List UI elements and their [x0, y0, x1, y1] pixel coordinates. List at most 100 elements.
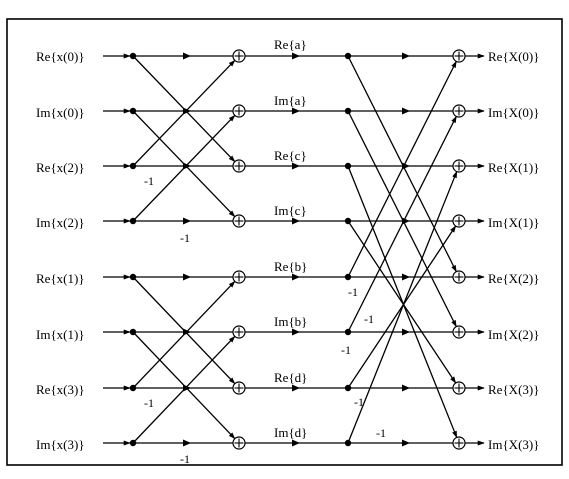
intermediate-labels: Re{a} Im{a} Re{c} Im{c} Re{b} Im{b} Re{d…: [274, 37, 307, 440]
flow-arrowhead: [402, 273, 410, 281]
intermediate-label: Re{b}: [274, 259, 307, 274]
flow-arrowhead: [292, 52, 300, 60]
negation-label: -1: [180, 452, 190, 466]
intermediate-label: Im{d}: [274, 425, 307, 440]
flow-arrowhead: [183, 52, 191, 60]
adder-node: [452, 49, 466, 63]
adder-nodes: [232, 49, 466, 450]
adder-node: [232, 325, 246, 339]
adder-node: [232, 104, 246, 118]
output-label: Re{X(1)}: [488, 160, 539, 175]
branch-node: [129, 217, 137, 225]
stage2-cross-wire: [347, 115, 457, 333]
stage1-cross-wire: [132, 276, 236, 385]
negation-label: -1: [348, 285, 358, 299]
flow-arrowhead: [292, 439, 300, 447]
branch-node: [344, 162, 352, 170]
adder-node: [452, 214, 466, 228]
flow-arrowhead: [402, 384, 410, 392]
adder-node: [452, 381, 466, 395]
stage1-cross-wire: [132, 110, 236, 218]
input-label: Im{x(2)}: [36, 215, 85, 230]
stage1-cross-wire: [132, 59, 236, 167]
adder-node: [232, 381, 246, 395]
flow-arrowhead: [292, 162, 300, 170]
output-label: Re{X(2)}: [488, 271, 539, 286]
branch-node: [129, 328, 137, 336]
input-label: Im{x(3)}: [36, 437, 85, 452]
branch-node: [344, 107, 352, 115]
flow-arrowhead: [183, 217, 191, 225]
adder-node: [452, 325, 466, 339]
intermediate-label: Re{d}: [274, 370, 307, 385]
negation-label: -1: [364, 312, 374, 326]
stage2-cross-wire: [347, 55, 457, 273]
input-label: Re{x(0)}: [36, 49, 85, 64]
stage1-cross-wire: [132, 55, 236, 163]
flow-arrowhead: [402, 328, 410, 336]
flow-arrowhead: [402, 107, 410, 115]
adder-node: [452, 270, 466, 284]
adder-node: [232, 436, 246, 450]
output-label: Re{X(3)}: [488, 382, 539, 397]
branch-node: [129, 52, 137, 60]
adder-node: [452, 436, 466, 450]
signal-wires: [103, 52, 485, 447]
negation-label: -1: [144, 174, 154, 188]
branch-node: [344, 439, 352, 447]
adder-node: [452, 104, 466, 118]
negation-label: -1: [341, 343, 351, 357]
output-label: Im{X(1)}: [488, 215, 539, 230]
flow-arrowhead: [292, 328, 300, 336]
adder-node: [232, 270, 246, 284]
flow-arrowhead: [292, 384, 300, 392]
branch-node: [344, 384, 352, 392]
flow-arrowhead: [183, 273, 191, 281]
branch-node: [129, 384, 137, 392]
branch-node: [344, 328, 352, 336]
flow-arrowhead: [402, 52, 410, 60]
input-label: Re{x(2)}: [36, 160, 85, 175]
flow-arrowhead: [402, 439, 410, 447]
intermediate-label: Im{b}: [274, 314, 307, 329]
intermediate-label: Im{a}: [274, 93, 307, 108]
branch-node: [129, 439, 137, 447]
diagram-frame: [6, 18, 563, 466]
adder-node: [452, 159, 466, 173]
branch-node: [344, 273, 352, 281]
intermediate-label: Re{a}: [274, 37, 307, 52]
flow-arrowhead: [292, 273, 300, 281]
output-label: Im{X(2)}: [488, 327, 539, 342]
stage2-cross-wire: [347, 220, 457, 384]
branch-node: [344, 217, 352, 225]
stage1-negation-labels: -1 -1 -1 -1: [144, 174, 190, 466]
branch-node: [129, 162, 137, 170]
stage2-cross-wire: [347, 225, 457, 389]
intermediate-label: Im{c}: [274, 203, 307, 218]
stage1-cross-wire: [132, 331, 236, 440]
stage1-cross-wire: [132, 335, 236, 444]
stage1-cross-wire: [132, 114, 236, 222]
negation-label: -1: [180, 231, 190, 245]
input-label: Re{x(1)}: [36, 271, 85, 286]
stage2-cross-wire: [347, 110, 457, 328]
negation-label: -1: [376, 426, 386, 440]
input-label: Re{x(3)}: [36, 382, 85, 397]
negation-label: -1: [354, 395, 364, 409]
output-label: Im{X(3)}: [488, 437, 539, 452]
adder-node: [232, 214, 246, 228]
output-label: Re{X(0)}: [488, 49, 539, 64]
stage2-negation-labels: -1 -1 -1 -1 -1: [341, 285, 386, 440]
negation-label: -1: [144, 396, 154, 410]
output-label: Im{X(0)}: [488, 105, 539, 120]
stage2-cross-wire: [347, 60, 457, 278]
branch-node: [129, 273, 137, 281]
branch-node: [344, 52, 352, 60]
flow-arrowhead: [183, 439, 191, 447]
stage1-cross-wire: [132, 280, 236, 389]
input-labels: Re{x(0)} Im{x(0)} Re{x(2)} Im{x(2)} Re{x…: [36, 49, 85, 452]
output-labels: Re{X(0)} Im{X(0)} Re{X(1)} Im{X(1)} Re{X…: [488, 49, 539, 452]
input-label: Im{x(0)}: [36, 105, 85, 120]
adder-node: [232, 49, 246, 63]
